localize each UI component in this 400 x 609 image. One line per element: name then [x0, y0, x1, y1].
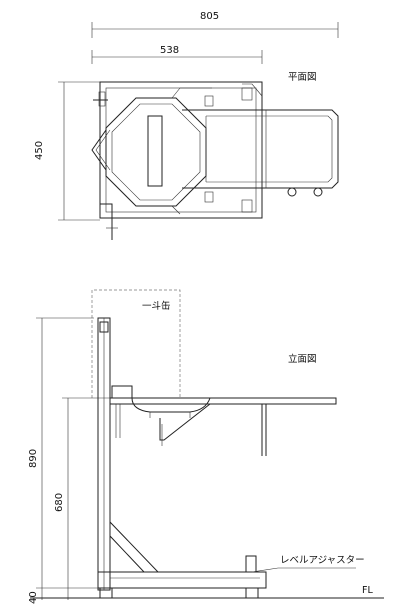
plan-frame-inner: [105, 87, 257, 213]
elev-can-outline: [91, 289, 181, 398]
floor-label: FL: [362, 585, 373, 596]
plan-caster-2: [313, 187, 323, 197]
plan-view: 805 538 450: [34, 11, 339, 240]
dim-depth-text: 450: [34, 141, 45, 160]
elev-top-peg: [99, 321, 109, 333]
elevation-view: 一斗缶 890 680 40: [28, 289, 384, 604]
leveler-label: レベルアジャスター: [280, 555, 365, 566]
dim-total-height: 890: [28, 317, 94, 600]
dim-overall-width: 805: [91, 11, 339, 38]
plan-can-opening: [147, 115, 163, 187]
plan-can-octagon: [105, 97, 207, 207]
dim-table-height: 680: [54, 397, 110, 600]
elev-base-brace: [109, 520, 160, 573]
elev-base-rail: [97, 571, 267, 589]
dim-inner-width-text: 538: [160, 45, 179, 56]
elev-table-top: [110, 397, 337, 405]
plan-left-hook: [91, 129, 107, 171]
dim-depth: 450: [34, 81, 100, 221]
dim-total-height-text: 890: [28, 449, 39, 468]
can-label: 一斗缶: [142, 300, 171, 312]
elevation-view-label: 立面図: [288, 353, 317, 365]
plan-view-label: 平面図: [288, 72, 317, 83]
dim-overall-width-text: 805: [200, 11, 219, 22]
elev-foot-right: [245, 587, 259, 599]
elev-leveler-bracket: [245, 555, 257, 573]
dim-inner-width: 538: [91, 45, 263, 64]
elev-support-bracket: [159, 403, 211, 441]
plan-extension-tray: [182, 109, 339, 189]
dim-table-height-text: 680: [54, 493, 65, 512]
dim-base-height: 40: [28, 587, 100, 604]
elev-can-holder: [111, 385, 133, 399]
plan-caster-1: [287, 187, 297, 197]
